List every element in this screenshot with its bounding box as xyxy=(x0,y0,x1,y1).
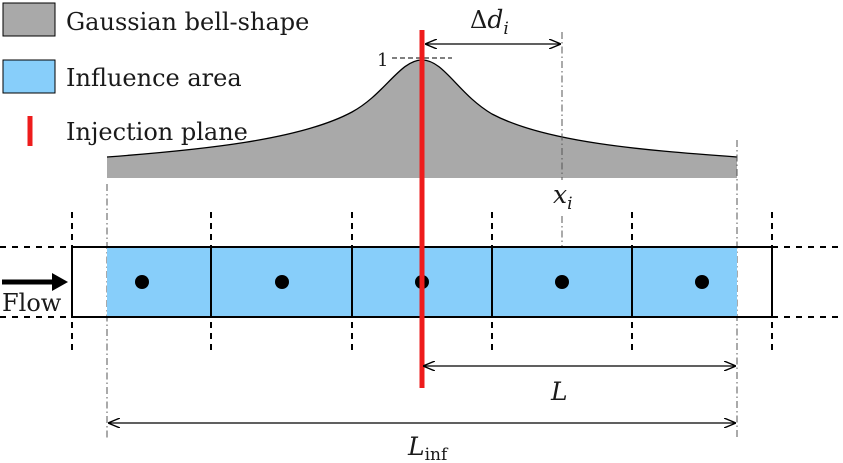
peak-value-label: 1 xyxy=(377,50,388,71)
cell-boundaries xyxy=(71,212,773,352)
legend-gaussian-swatch xyxy=(2,2,56,37)
legend: Gaussian bell-shape Influence area Injec… xyxy=(2,2,309,146)
channel-extensions xyxy=(0,246,843,318)
legend-injection-label: Injection plane xyxy=(66,118,248,146)
flow-arrow xyxy=(2,273,68,291)
L-inf-label: Linf xyxy=(407,432,449,463)
cell-center-dot xyxy=(135,275,149,289)
legend-influence-label: Influence area xyxy=(66,64,242,92)
xi-label: xi xyxy=(553,180,573,214)
delta-d-label: Δdi xyxy=(470,5,509,39)
cell-center-dot xyxy=(555,275,569,289)
L-label: L xyxy=(550,377,568,406)
cell-center-dot xyxy=(695,275,709,289)
cell-center-dot xyxy=(275,275,289,289)
legend-influence-swatch xyxy=(2,59,56,94)
legend-gaussian-label: Gaussian bell-shape xyxy=(66,8,309,36)
flow-label: Flow xyxy=(2,289,62,317)
